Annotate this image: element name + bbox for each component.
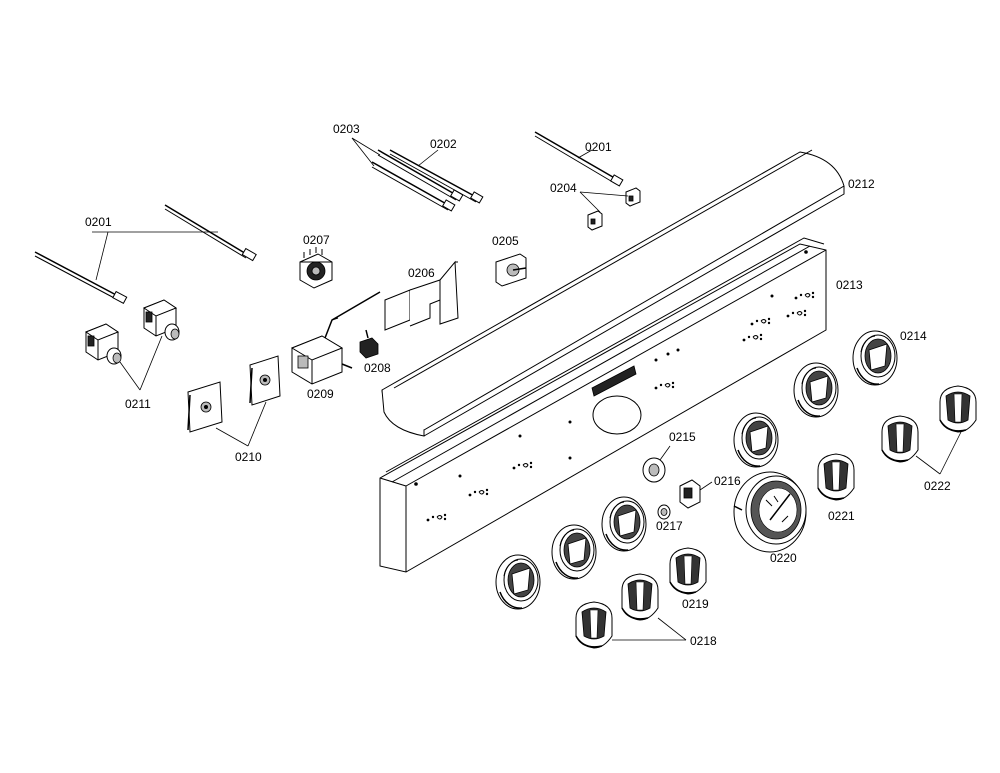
control-panel-0213 bbox=[379, 237, 827, 573]
selector-0216 bbox=[679, 479, 713, 509]
label-0212: 0212 bbox=[848, 177, 875, 191]
lever-knob-0222-b bbox=[939, 385, 977, 433]
potentiometer-0205 bbox=[495, 253, 527, 287]
dial-knob-2 bbox=[551, 524, 597, 580]
label-0209: 0209 bbox=[307, 387, 334, 401]
timer-switch-0209 bbox=[290, 291, 381, 385]
label-0218: 0218 bbox=[690, 634, 717, 648]
dial-knob-5 bbox=[793, 362, 839, 418]
label-0217: 0217 bbox=[656, 519, 683, 533]
capillary-tubes-0203 bbox=[371, 149, 464, 212]
leader-0210 bbox=[215, 401, 267, 447]
rotary-switch-0207 bbox=[299, 247, 333, 289]
label-0205: 0205 bbox=[492, 234, 519, 248]
label-0221: 0221 bbox=[828, 509, 855, 523]
label-0204: 0204 bbox=[550, 181, 577, 195]
clip-0204-b bbox=[625, 187, 641, 207]
dial-knob-0214 bbox=[852, 330, 898, 386]
lever-knob-0218-a bbox=[575, 601, 613, 649]
label-0207: 0207 bbox=[303, 233, 330, 247]
bezel-ring-0215 bbox=[642, 445, 671, 483]
clip-0204-a bbox=[587, 210, 603, 231]
leader-0203 bbox=[351, 137, 381, 167]
leader-0204 bbox=[579, 191, 629, 213]
leader-0218 bbox=[612, 617, 687, 641]
label-0215: 0215 bbox=[669, 430, 696, 444]
switch-board-0210-b bbox=[249, 355, 281, 406]
label-0210: 0210 bbox=[235, 450, 262, 464]
thermostat-0211-a bbox=[85, 323, 122, 365]
label-0208: 0208 bbox=[364, 361, 391, 375]
lever-knob-0221 bbox=[817, 453, 855, 501]
dial-knob-3 bbox=[601, 496, 647, 552]
label-0214: 0214 bbox=[900, 329, 927, 343]
leader-0211 bbox=[119, 335, 163, 391]
switch-0208 bbox=[359, 329, 379, 359]
label-0213: 0213 bbox=[836, 278, 863, 292]
switch-board-0210-a bbox=[187, 381, 223, 433]
leader-0201-left bbox=[92, 231, 218, 281]
leader-0202 bbox=[417, 149, 439, 167]
dial-knob-1 bbox=[495, 554, 541, 610]
label-0211: 0211 bbox=[125, 397, 151, 411]
label-0202: 0202 bbox=[430, 137, 457, 151]
thermostat-0211-b bbox=[143, 299, 180, 341]
label-0201-right: 0201 bbox=[585, 140, 612, 154]
lever-knob-0219 bbox=[669, 547, 707, 595]
label-0220: 0220 bbox=[770, 551, 797, 565]
lever-knob-0222-a bbox=[881, 415, 919, 463]
bracket-0206 bbox=[384, 260, 459, 331]
label-0203: 0203 bbox=[333, 122, 360, 136]
leader-0222 bbox=[915, 429, 963, 475]
lever-knob-0218-b bbox=[621, 573, 659, 621]
label-0216: 0216 bbox=[714, 474, 741, 488]
label-0206: 0206 bbox=[408, 266, 435, 280]
label-0222: 0222 bbox=[924, 479, 951, 493]
trim-bar-0212 bbox=[381, 149, 845, 437]
capillary-tube-0202 bbox=[389, 149, 484, 204]
capillary-tube-0201-left bbox=[34, 204, 257, 305]
dial-knob-4 bbox=[733, 412, 779, 468]
label-0219: 0219 bbox=[682, 597, 709, 611]
capillary-tube-0201-right bbox=[534, 131, 624, 187]
label-0201-left: 0201 bbox=[85, 215, 112, 229]
leader-0201-right bbox=[577, 149, 593, 159]
cap-0217 bbox=[657, 504, 671, 520]
gauge-0220 bbox=[733, 471, 807, 553]
